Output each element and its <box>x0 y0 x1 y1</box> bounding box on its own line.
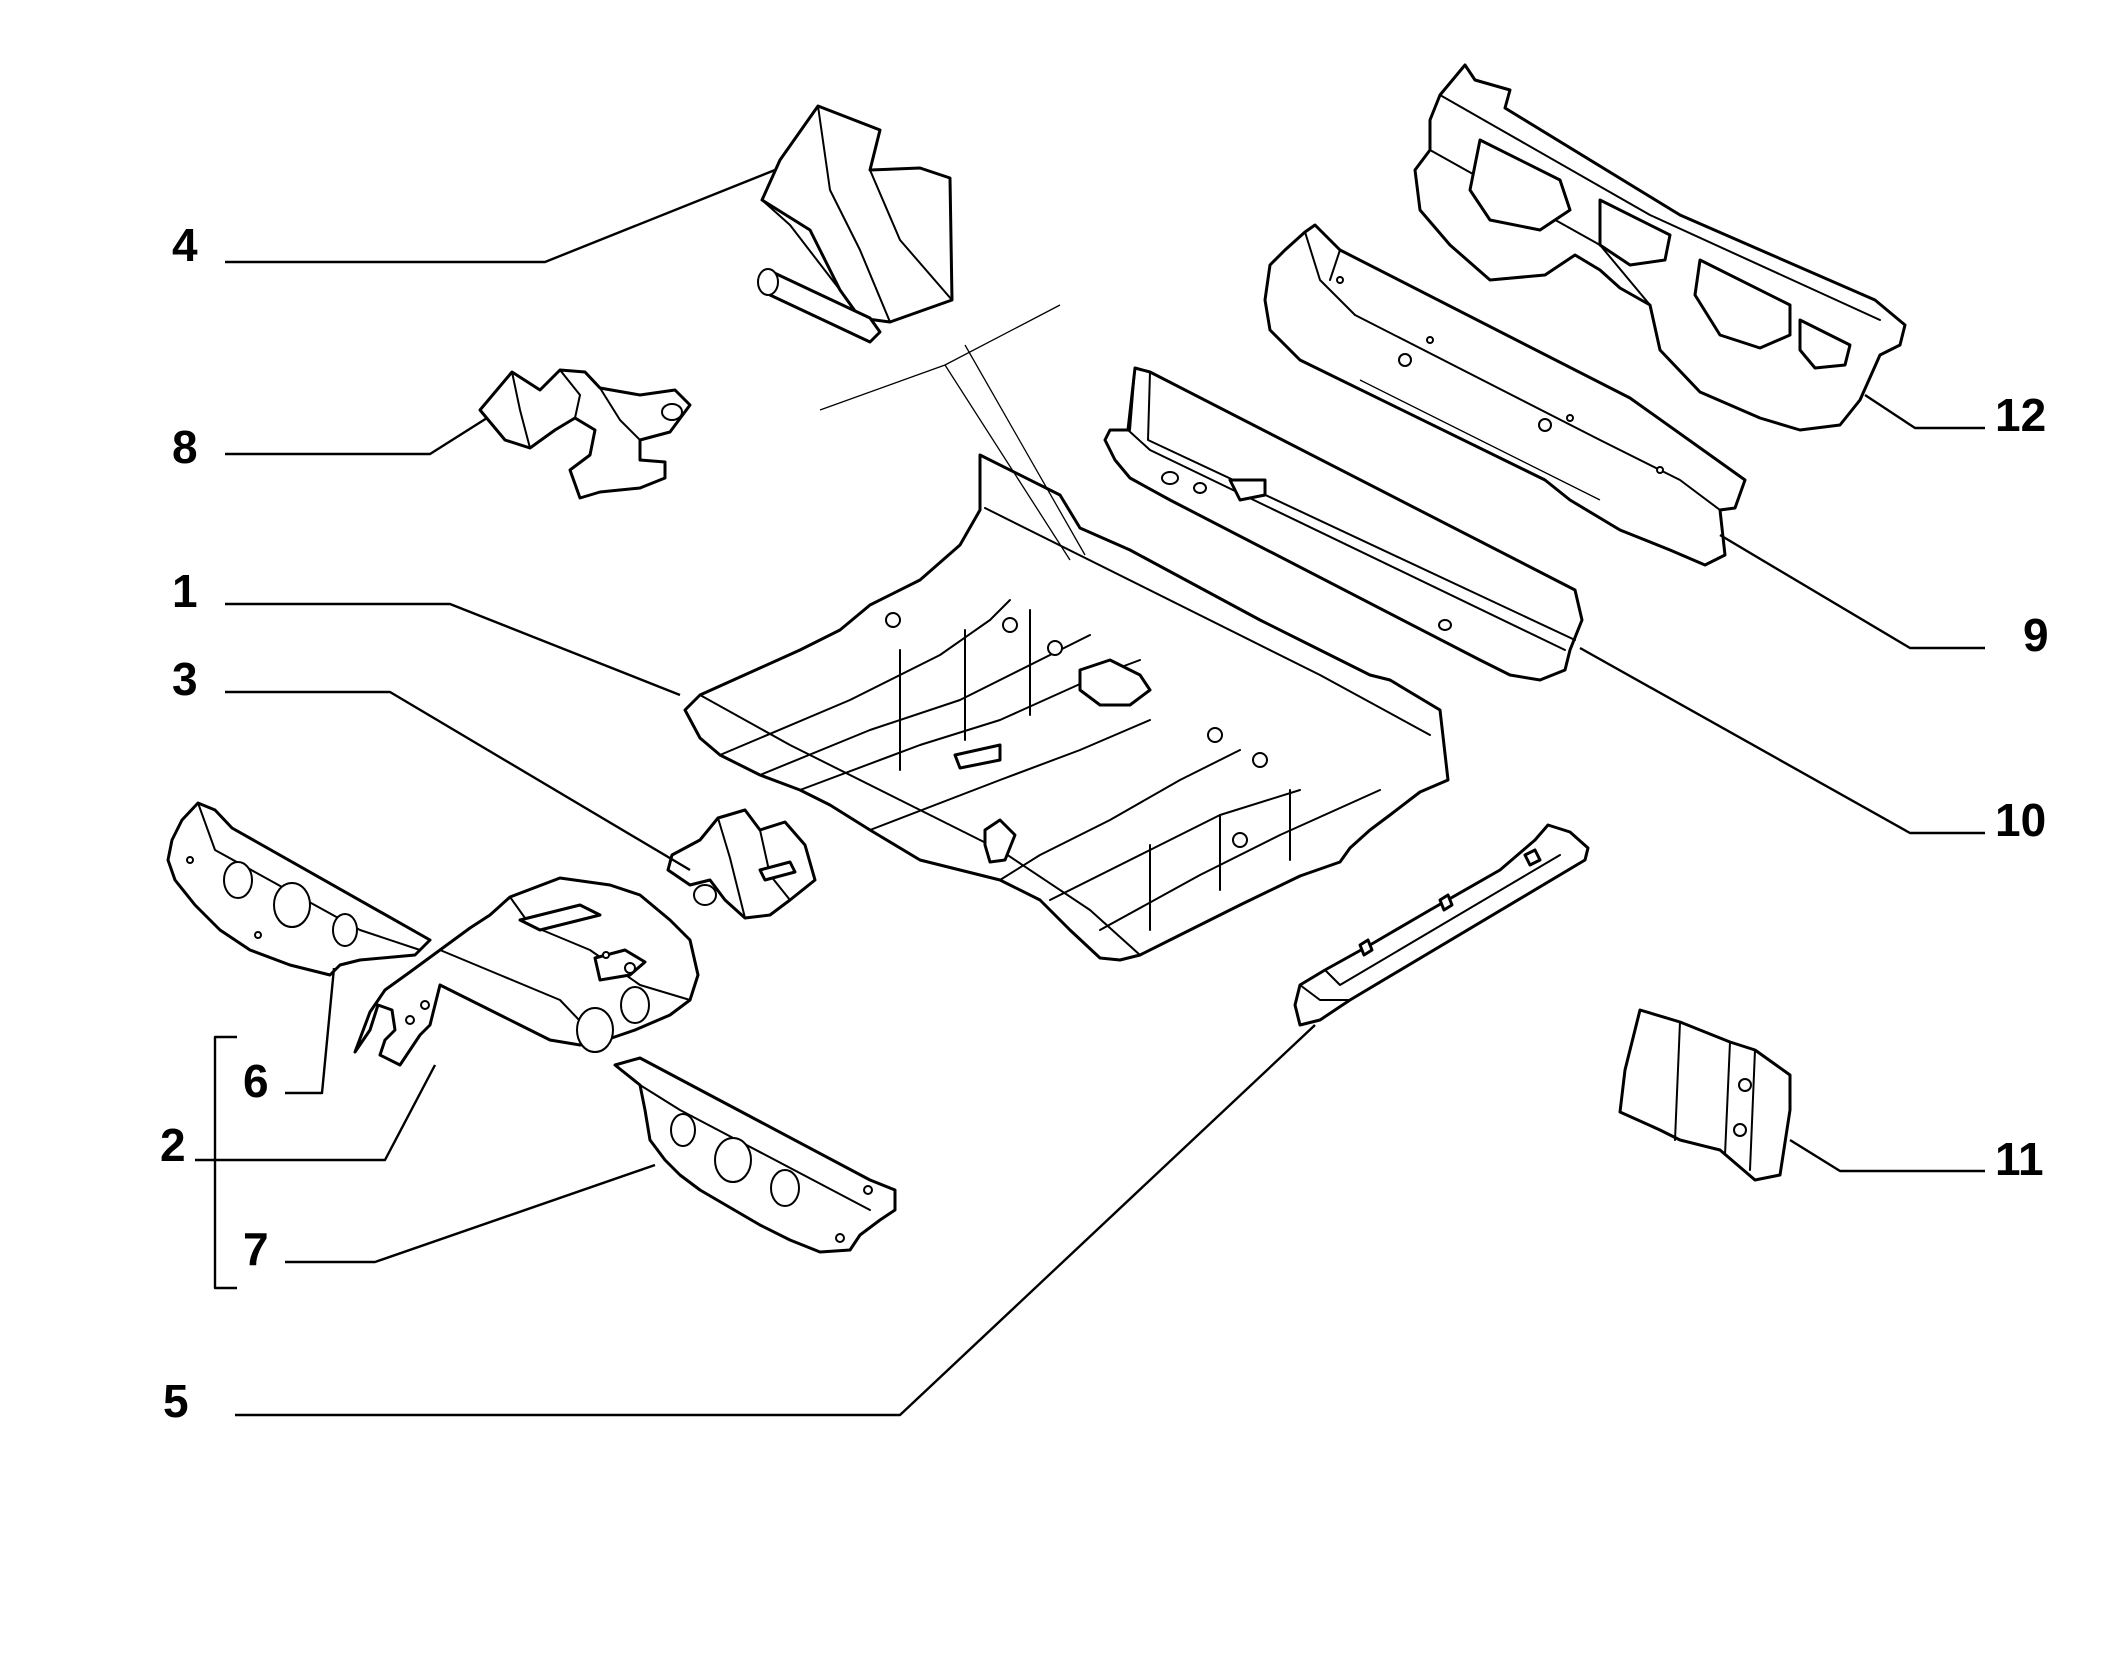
part-9-cross-member <box>1263 223 1747 567</box>
callout-1: 1 <box>172 565 198 617</box>
callout-6: 6 <box>243 1055 269 1107</box>
part-4-bracket <box>757 104 954 344</box>
part-1-floor-pan <box>683 304 1450 962</box>
part-10-rail <box>1103 366 1584 682</box>
part-5-sill-rail <box>1293 823 1590 1027</box>
part-3-bracket <box>666 808 817 920</box>
callout-8: 8 <box>172 421 198 473</box>
callout-12: 12 <box>1995 389 2047 441</box>
leader-8 <box>225 416 488 456</box>
leader-10 <box>1579 646 1985 835</box>
part-6-side-member <box>166 801 432 977</box>
group-bracket-2 <box>213 1035 237 1290</box>
leader-1 <box>225 602 681 697</box>
callout-7: 7 <box>243 1223 269 1275</box>
leader-12 <box>1864 393 1985 430</box>
leader-7 <box>285 1163 656 1264</box>
part-11-plate <box>1618 1008 1792 1182</box>
part-2-crossmember <box>353 876 700 1067</box>
leader-9 <box>1719 533 1985 650</box>
leader-11 <box>1789 1138 1985 1173</box>
leader-5 <box>235 1024 1316 1417</box>
callout-5: 5 <box>163 1375 189 1427</box>
callout-2: 2 <box>160 1119 186 1171</box>
leader-6 <box>285 967 336 1095</box>
leader-4 <box>225 168 776 264</box>
part-12-rear-panel <box>1413 63 1907 432</box>
leader-lines <box>195 168 1985 1417</box>
callout-3: 3 <box>172 653 198 705</box>
callout-11: 11 <box>1995 1133 2044 1185</box>
part-8-clip <box>478 368 692 500</box>
leader-3 <box>225 690 691 872</box>
callout-4: 4 <box>172 219 198 271</box>
callout-10: 10 <box>1995 794 2047 846</box>
callout-9: 9 <box>2023 609 2049 661</box>
leader-2-upper <box>195 1064 437 1162</box>
part-7-side-member <box>613 1056 897 1254</box>
